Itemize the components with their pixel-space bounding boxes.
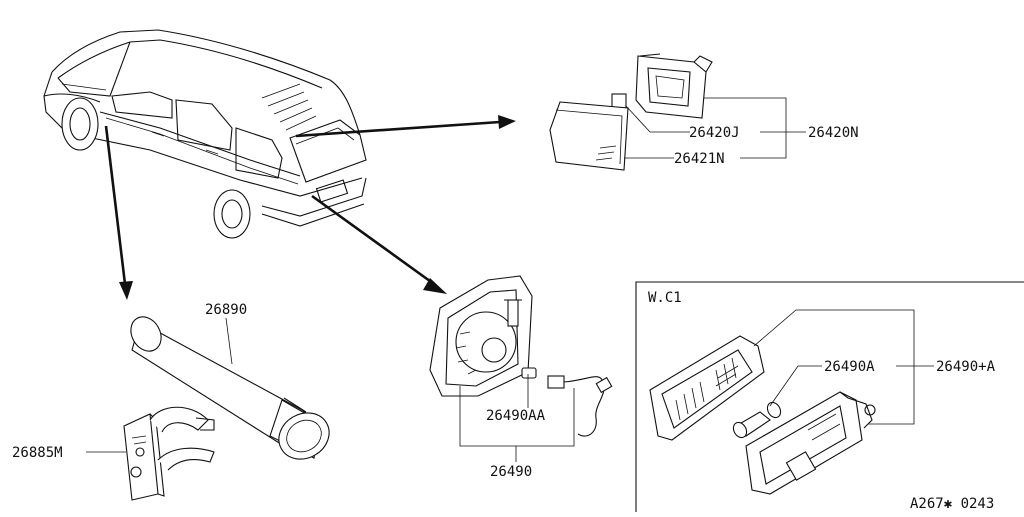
festoon-bulb xyxy=(732,401,782,439)
clip-bracket xyxy=(123,406,215,501)
part-label-26490A: 26490A xyxy=(824,359,875,375)
leader-line xyxy=(225,317,233,365)
pointer-arrow xyxy=(295,115,516,138)
pointer-arrow xyxy=(311,194,447,294)
room-lamp-assembly xyxy=(649,335,765,441)
flashlight xyxy=(130,316,330,460)
part-label-26890: 26890 xyxy=(205,302,247,318)
leader-line xyxy=(769,365,822,407)
minivan-illustration xyxy=(43,29,367,239)
part-label-26421N: 26421N xyxy=(674,151,725,167)
catalog-code: A267✱ 0243 xyxy=(910,496,994,512)
part-label-26420J: 26420J xyxy=(689,125,740,141)
wedge-bulb xyxy=(521,367,537,379)
wc-box-title: W.C1 xyxy=(648,290,682,306)
luggage-lamp-assembly xyxy=(429,275,533,397)
map-lamp-assembly xyxy=(549,53,713,171)
part-label-26885M: 26885M xyxy=(12,445,63,461)
leader-line xyxy=(753,309,915,425)
pointer-arrow xyxy=(104,125,133,300)
part-label-26490-plus-A: 26490+A xyxy=(936,359,996,375)
socket-harness xyxy=(547,375,613,437)
part-label-26420N: 26420N xyxy=(808,125,859,141)
part-label-26490: 26490 xyxy=(490,464,532,480)
leader-lines xyxy=(459,374,575,462)
part-label-26490AA: 26490AA xyxy=(486,408,546,424)
leader-lines xyxy=(624,97,806,159)
wc-variant-box: W.C1 26490A 26490+A xyxy=(635,281,1024,512)
lamp-base xyxy=(745,391,876,495)
